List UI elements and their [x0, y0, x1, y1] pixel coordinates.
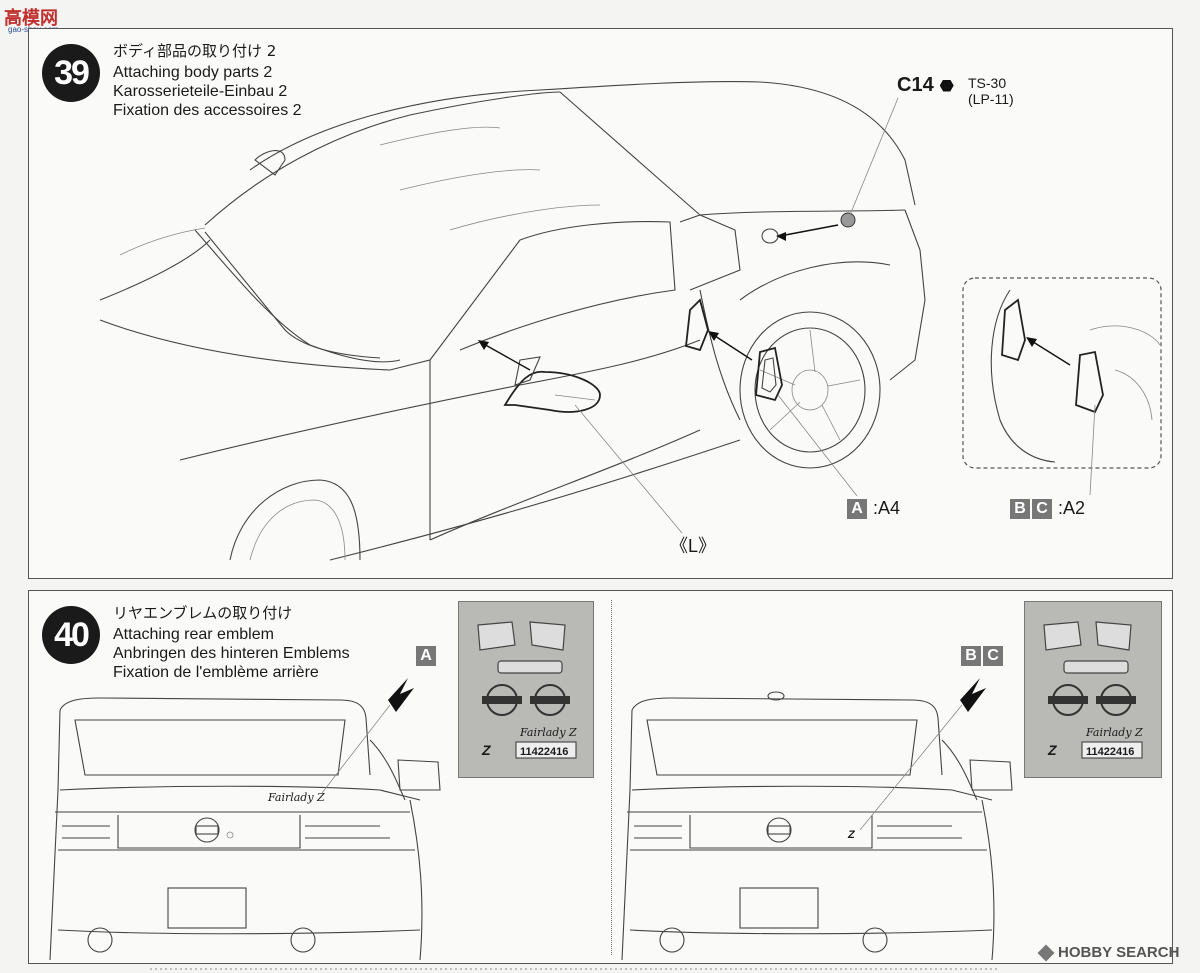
footer-brand-text: HOBBY SEARCH — [1058, 944, 1180, 961]
mirror-left-label: 《L》 — [670, 536, 717, 556]
label-a-a4: A :A4 — [847, 498, 900, 519]
paint-code: TS-30 — [968, 75, 1007, 91]
decal-script-left: Fairlady Z — [520, 726, 577, 739]
step39-number: 39 — [42, 44, 100, 102]
tag-a: A — [847, 498, 867, 519]
watermark-logo-text: 高模网 — [4, 8, 58, 28]
decal-number-right: 11422416 — [1086, 746, 1135, 758]
step40-tag-a: A — [416, 646, 438, 666]
decal-number-left: 11422416 — [520, 746, 569, 758]
tag-c: C — [1032, 498, 1052, 519]
step40-title-jp: リヤエンブレムの取り付け — [113, 604, 293, 622]
step39-title-de: Karosserieteile-Einbau 2 — [113, 83, 288, 100]
step39-title-fr: Fixation des accessoires 2 — [113, 102, 302, 119]
step40-divider — [611, 600, 612, 955]
step39-title-en: Attaching body parts 2 — [113, 64, 273, 81]
rear-emblem-script: Fairlady Z — [268, 791, 325, 804]
watermark-logo: 高模网 — [4, 4, 58, 30]
step40-panel — [28, 590, 1173, 964]
paint-code-alt: (LP-11) — [968, 91, 1014, 107]
step40-number: 40 — [42, 606, 100, 664]
decal-z-left: Z — [482, 742, 491, 758]
c14-part-label: C14 — [897, 74, 958, 97]
step39-title-jp: ボディ部品の取り付け 2 — [113, 42, 277, 60]
tag-c-40: C — [983, 646, 1003, 666]
step40-title-en: Attaching rear emblem — [113, 626, 274, 643]
label-a-part: :A4 — [873, 498, 901, 518]
brand-icon — [1037, 944, 1055, 961]
label-bc-a2: B C :A2 — [1010, 498, 1085, 519]
rear-emblem-z: Z — [848, 829, 855, 841]
tag-b: B — [1010, 498, 1030, 519]
step40-title-fr: Fixation de l'emblème arrière — [113, 664, 319, 681]
c14-part-number: C14 — [897, 74, 934, 96]
step40-title-de: Anbringen des hinteren Emblems — [113, 645, 350, 662]
label-bc-part: :A2 — [1058, 498, 1086, 518]
step40-tag-bc: B C — [961, 646, 1005, 666]
tag-a-40: A — [416, 646, 436, 666]
decal-z-right: Z — [1048, 742, 1057, 758]
footer-brand: HOBBY SEARCH — [1037, 944, 1180, 961]
decal-script-right: Fairlady Z — [1086, 726, 1143, 739]
step39-panel — [28, 28, 1173, 579]
tag-b-40: B — [961, 646, 981, 666]
paint-hexagon-icon — [939, 79, 954, 92]
